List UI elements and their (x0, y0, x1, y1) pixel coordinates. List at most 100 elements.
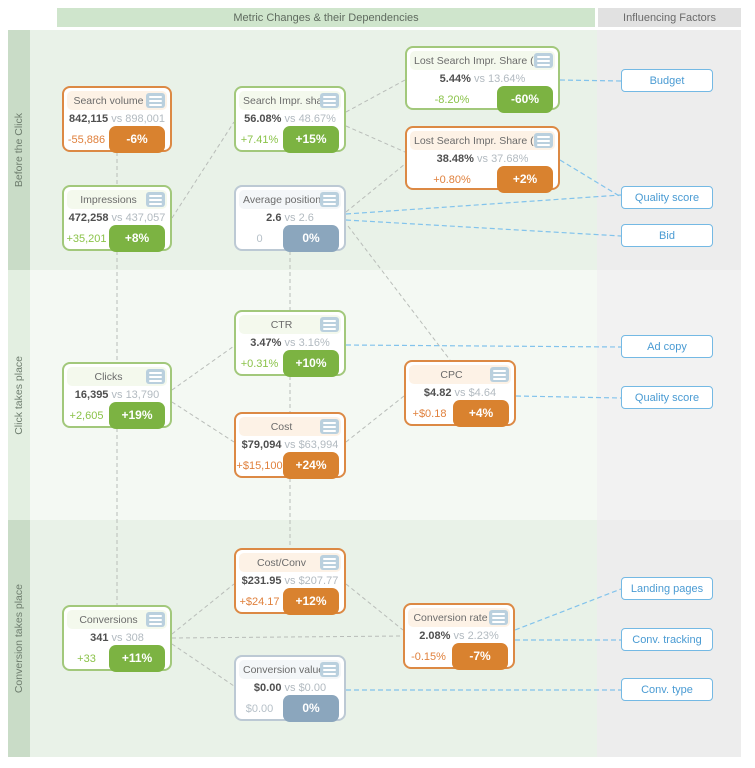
percent-change-badge: -6% (109, 126, 165, 153)
delta-value: +7.41% (240, 133, 279, 146)
factor-budget[interactable]: Budget (621, 69, 713, 92)
factor-label: Bid (659, 229, 675, 242)
previous-value: 37.68% (491, 153, 529, 165)
current-value: 2.08% (419, 630, 451, 642)
factor-landing-pages[interactable]: Landing pages (621, 577, 713, 600)
percent-change-badge: +8% (109, 225, 165, 252)
card-bottom: -0.15% -7% (405, 642, 513, 670)
metric-card-impressions[interactable]: Impressions 472,258 vs 437,057 +35,201 +… (62, 185, 172, 252)
current-value: 16,395 (74, 389, 109, 401)
metric-card-lost-search-impr-share-budget[interactable]: Lost Search Impr. Share (budget) 5.44% v… (405, 46, 560, 113)
card-title: Average position (243, 193, 320, 206)
previous-value: 3.16% (298, 337, 330, 349)
previous-value: 2.6 (298, 212, 314, 224)
vs-label: vs (111, 632, 123, 644)
section-label: Before the Click (13, 112, 25, 188)
metric-card-average-position[interactable]: Average position 2.6 vs 2.6 0 0% (234, 185, 346, 252)
metric-card-lost-search-impr-share-rank[interactable]: Lost Search Impr. Share (rank) 38.48% vs… (405, 126, 560, 193)
card-header: Lost Search Impr. Share (rank) (410, 131, 555, 150)
card-title: Lost Search Impr. Share (rank) (414, 134, 534, 147)
card-title: Conversion rate (413, 611, 488, 624)
delta-value: +0.80% (433, 173, 471, 186)
vs-label: vs (284, 212, 296, 224)
card-header: Cost/Conv (239, 553, 341, 572)
percent-change-badge: +12% (283, 588, 339, 615)
details-list-icon[interactable] (320, 555, 339, 570)
section-strip-conversion: Conversion takes place (8, 520, 30, 757)
percent-change-badge: -7% (452, 643, 508, 670)
percent-change-badge: +4% (453, 400, 509, 427)
current-value: 3.47% (250, 337, 282, 349)
metric-card-conversion-rate[interactable]: Conversion rate 2.08% vs 2.23% -0.15% -7… (403, 603, 515, 670)
factor-bid[interactable]: Bid (621, 224, 713, 247)
details-list-icon[interactable] (146, 192, 165, 207)
factor-quality-score-2[interactable]: Quality score (621, 386, 713, 409)
metric-card-cost[interactable]: Cost $79,094 vs $63,994 +$15,100 +24% (234, 412, 346, 479)
details-list-icon[interactable] (320, 317, 339, 332)
delta-value: -0.15% (411, 650, 446, 663)
card-header: Lost Search Impr. Share (budget) (410, 51, 555, 70)
previous-value: $4.64 (468, 387, 497, 399)
factor-ad-copy[interactable]: Ad copy (621, 335, 713, 358)
percent-change-badge: +2% (497, 166, 553, 193)
delta-value: +2,605 (69, 409, 104, 422)
metric-card-conversions[interactable]: Conversions 341 vs 308 +33 +11% (62, 605, 172, 672)
metric-card-cost-conv[interactable]: Cost/Conv $231.95 vs $207.77 +$24.17 +12… (234, 548, 346, 615)
card-bottom: $0.00 0% (236, 694, 344, 722)
details-list-icon[interactable] (146, 93, 165, 108)
delta-value: +35,201 (66, 232, 107, 245)
percent-change-badge: 0% (283, 695, 339, 722)
details-list-icon[interactable] (489, 610, 508, 625)
details-list-icon[interactable] (320, 419, 339, 434)
card-values: 3.47% vs 3.16% (236, 337, 344, 349)
factor-label: Quality score (634, 391, 700, 404)
card-title: CPC (440, 368, 463, 381)
metric-card-search-volume[interactable]: Search volume 842,115 vs 898,001 -55,886… (62, 86, 172, 153)
previous-value: 13,790 (125, 389, 160, 401)
card-bottom: +2,605 +19% (64, 401, 170, 429)
card-title: Search volume (73, 94, 144, 107)
factors-header-bar: Influencing Factors (598, 8, 741, 27)
details-list-icon[interactable] (490, 367, 509, 382)
card-values: $0.00 vs $0.00 (236, 682, 344, 694)
factor-quality-score-1[interactable]: Quality score (621, 186, 713, 209)
details-list-icon[interactable] (534, 53, 553, 68)
details-list-icon[interactable] (320, 662, 339, 677)
details-list-icon[interactable] (320, 192, 339, 207)
vs-label: vs (453, 630, 465, 642)
card-values: 472,258 vs 437,057 (64, 212, 170, 224)
card-title: Cost/Conv (256, 556, 307, 569)
factor-conv-tracking[interactable]: Conv. tracking (621, 628, 713, 651)
card-header: Search volume (67, 91, 167, 110)
factor-label: Ad copy (647, 340, 687, 353)
details-list-icon[interactable] (146, 612, 165, 627)
percent-change-badge: +11% (109, 645, 165, 672)
vs-label: vs (284, 682, 296, 694)
details-list-icon[interactable] (534, 133, 553, 148)
card-title: Conversion value (243, 663, 320, 676)
metric-card-clicks[interactable]: Clicks 16,395 vs 13,790 +2,605 +19% (62, 362, 172, 429)
factor-conv-type[interactable]: Conv. type (621, 678, 713, 701)
card-values: 16,395 vs 13,790 (64, 389, 170, 401)
current-value: 2.6 (266, 212, 282, 224)
card-title: Clicks (94, 370, 123, 383)
metrics-header-bar: Metric Changes & their Dependencies (57, 8, 595, 27)
factors-header-title: Influencing Factors (623, 11, 716, 24)
card-header: Clicks (67, 367, 167, 386)
card-bottom: +35,201 +8% (64, 224, 170, 252)
details-list-icon[interactable] (146, 369, 165, 384)
metric-card-conversion-value[interactable]: Conversion value $0.00 vs $0.00 $0.00 0% (234, 655, 346, 722)
metric-card-cpc[interactable]: CPC $4.82 vs $4.64 +$0.18 +4% (404, 360, 516, 427)
previous-value: 308 (125, 632, 144, 644)
metric-card-ctr[interactable]: CTR 3.47% vs 3.16% +0.31% +10% (234, 310, 346, 377)
previous-value: 2.23% (467, 630, 499, 642)
factor-label: Conv. type (641, 683, 693, 696)
vs-label: vs (454, 387, 466, 399)
percent-change-badge: 0% (283, 225, 339, 252)
details-list-icon[interactable] (320, 93, 339, 108)
delta-value: +$24.17 (239, 595, 280, 608)
card-values: 2.08% vs 2.23% (405, 630, 513, 642)
metric-card-search-impr-share[interactable]: Search Impr. share 56.08% vs 48.67% +7.4… (234, 86, 346, 153)
vs-label: vs (473, 73, 485, 85)
